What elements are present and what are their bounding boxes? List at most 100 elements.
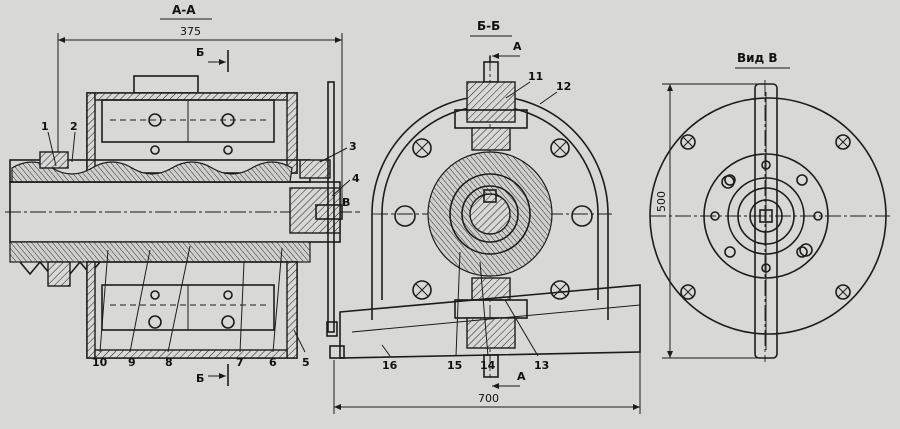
view-v: Вид В 500: [649, 51, 890, 362]
dimension-700-label: 700: [478, 392, 499, 405]
bolt-hole: [150, 290, 160, 300]
cutter-disc-face: [649, 97, 887, 335]
dimension-500-label: 500: [655, 191, 668, 212]
housing-wall: [286, 92, 298, 174]
bolt-head: [550, 138, 570, 158]
frame-edge: [351, 304, 641, 333]
callout-3: 3: [349, 140, 357, 153]
bolt-hole: [221, 315, 235, 329]
housing-upper: [86, 92, 298, 174]
leader-line: [539, 91, 558, 105]
housing-lower: [86, 261, 298, 359]
housing-wall: [86, 261, 96, 359]
callout-11: 11: [528, 70, 543, 83]
hub-flange: [703, 153, 829, 279]
leader-line: [47, 131, 57, 167]
hub-ring: [727, 177, 805, 255]
bolt-cross: [415, 141, 429, 155]
flange: [299, 159, 331, 179]
bolt-cross: [837, 136, 849, 148]
bolt-cross: [837, 286, 849, 298]
leader-line: [505, 81, 531, 99]
leader-line: [71, 131, 76, 163]
bolt-head: [680, 134, 696, 150]
shaft-section: [469, 193, 511, 235]
bolt-head: [721, 175, 735, 189]
callout-10: 10: [92, 356, 108, 369]
shaft-bore: [461, 185, 519, 243]
bottom-bearing: [466, 317, 516, 349]
dimension-375-label: 375: [180, 25, 201, 38]
callout-7: 7: [236, 356, 244, 369]
section-mark-a-top: А: [513, 40, 522, 53]
bolt-hole: [150, 145, 160, 155]
hub-bolt: [724, 174, 736, 186]
leader-line: [455, 251, 461, 357]
nut: [749, 199, 783, 233]
top-yoke: [471, 127, 511, 151]
bolt-head: [412, 280, 432, 300]
section-bb-title: Б-Б: [477, 19, 500, 33]
bolt-head: [799, 243, 813, 257]
callout-15: 15: [447, 359, 462, 372]
hub-bolt: [796, 174, 808, 186]
top-stud: [483, 61, 499, 83]
callout-6: 6: [269, 356, 277, 369]
hub-bolt: [724, 246, 736, 258]
housing-wall: [286, 261, 298, 359]
leader-line: [293, 329, 306, 353]
bolt-cross: [553, 283, 567, 297]
housing-bottom-wall: [94, 349, 288, 359]
bolt-hole: [148, 315, 162, 329]
gear-hub: [449, 173, 531, 255]
section-mark-a-bottom: А: [517, 370, 526, 383]
leader-line: [129, 249, 151, 353]
knife-bar: [754, 83, 778, 359]
bolt-cross: [682, 286, 694, 298]
screw-flight-lower: [9, 241, 311, 263]
bolt-circle-bb: [394, 138, 593, 300]
bolt-head: [680, 284, 696, 300]
callout-2: 2: [70, 120, 78, 133]
hub-ring-inner: [737, 187, 795, 245]
leader-line: [331, 179, 351, 197]
leader-line: [272, 247, 283, 353]
section-aa-view: А-А 375 Б: [5, 3, 360, 386]
view-v-title: Вид В: [737, 51, 778, 65]
bolt-hole: [221, 113, 235, 127]
callout-4: 4: [352, 172, 360, 185]
section-mark-b-bottom: Б: [196, 372, 204, 385]
leader-line: [504, 299, 539, 357]
section-bb-view: Б-Б А: [333, 19, 641, 414]
section-aa-title: А-А: [172, 3, 196, 17]
housing-cover-top: [133, 75, 199, 94]
bolt-hole: [571, 205, 593, 227]
top-bearing: [466, 81, 516, 123]
housing-wall: [86, 92, 96, 174]
cutter-disc: [327, 81, 335, 333]
small-part: [329, 345, 345, 359]
leader-line: [319, 147, 348, 163]
bottom-clamp: [454, 299, 528, 319]
callout-5: 5: [302, 356, 310, 369]
bolt-hole: [223, 290, 233, 300]
bolt-cross: [682, 136, 694, 148]
leader-line: [99, 249, 109, 353]
hub-bolt: [813, 211, 823, 221]
shaft-end: [759, 209, 773, 223]
bolt-cross: [415, 283, 429, 297]
bolt-hole: [223, 145, 233, 155]
hub-bolt: [761, 160, 771, 170]
section-mark-b-top: Б: [196, 46, 204, 59]
callout-14: 14: [480, 359, 496, 372]
bolt-head: [412, 138, 432, 158]
bolt-head: [550, 280, 570, 300]
callout-1: 1: [41, 120, 49, 133]
leader-line: [167, 245, 191, 353]
view-mark-v: В: [342, 196, 350, 209]
screw-flight-upper: [11, 161, 293, 183]
callout-13: 13: [534, 359, 549, 372]
callout-16: 16: [382, 359, 398, 372]
end-cap: [289, 187, 341, 234]
